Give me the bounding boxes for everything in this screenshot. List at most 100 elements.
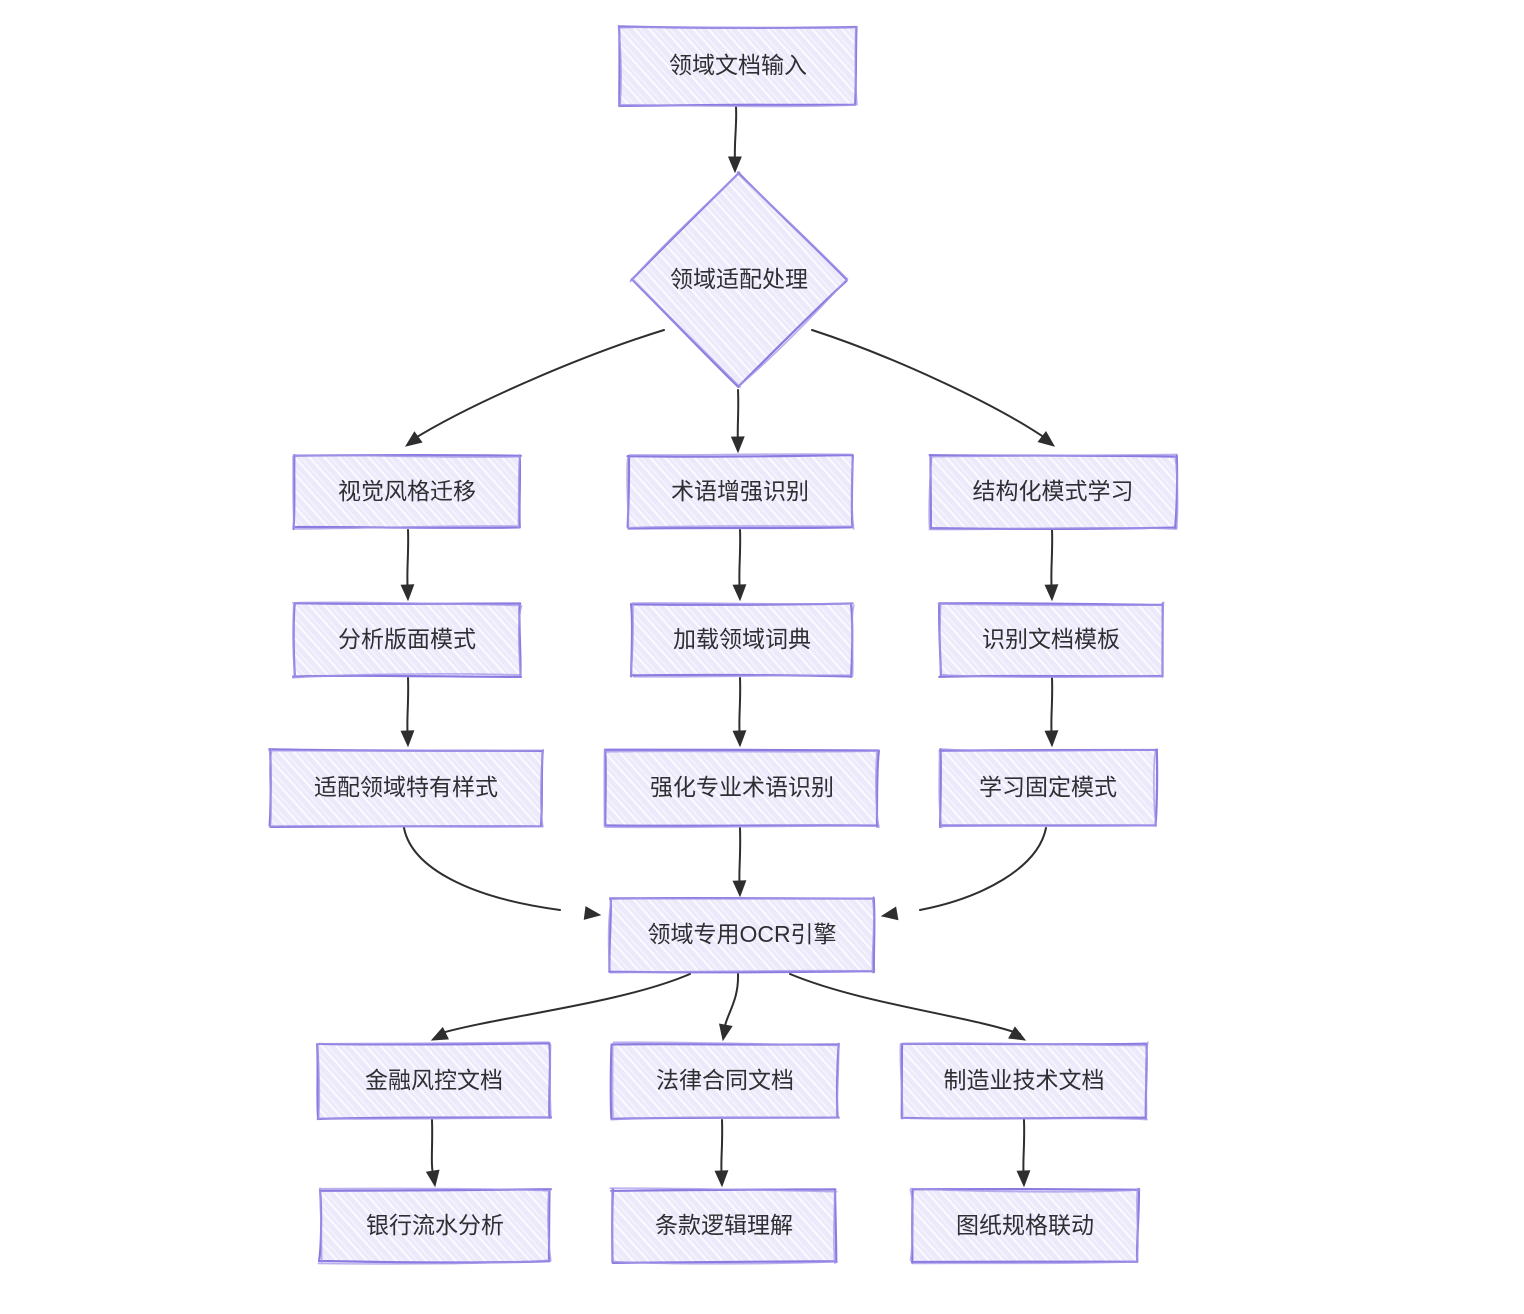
node-outline (609, 1187, 838, 1265)
edge-arrowhead (730, 436, 745, 454)
edge-line (411, 329, 665, 441)
edges-layer (400, 106, 1059, 1188)
node-n10[interactable]: 强化专业术语识别 (603, 748, 880, 829)
node-label: 术语增强识别 (671, 478, 809, 504)
node-label: 条款逻辑理解 (655, 1212, 793, 1238)
node-n5[interactable]: 结构化模式学习 (928, 453, 1179, 531)
edge-n3-to-n6 (400, 529, 415, 602)
edge-n5-to-n8 (1044, 529, 1059, 602)
edge-line (811, 329, 1049, 441)
node-n12[interactable]: 领域专用OCR引擎 (607, 896, 876, 974)
node-outline (317, 1188, 552, 1264)
edge-n13-to-n16 (425, 1119, 440, 1188)
edge-arrowhead (1044, 584, 1059, 602)
node-n14[interactable]: 法律合同文档 (609, 1041, 841, 1121)
node-outline (292, 454, 521, 530)
edge-arrowhead (732, 730, 747, 748)
node-fill (940, 750, 1156, 826)
node-label: 强化专业术语识别 (650, 774, 834, 800)
node-n4[interactable]: 术语增强识别 (626, 453, 855, 530)
edge-arrowhead (400, 584, 415, 602)
edge-line (919, 827, 1047, 911)
node-outline (938, 748, 1157, 829)
node-fill (940, 604, 1162, 676)
edge-arrowhead (1008, 1026, 1027, 1041)
edge-n2-to-n5 (811, 329, 1056, 447)
edge-arrowhead (732, 584, 747, 602)
node-label: 视觉风格迁移 (338, 478, 476, 504)
edge-n14-to-n17 (714, 1119, 729, 1188)
edge-line (406, 529, 410, 595)
node-fill (930, 456, 1176, 528)
edge-arrowhead (404, 431, 423, 447)
edge-arrowhead (718, 1023, 733, 1042)
node-label: 适配领域特有样式 (314, 774, 498, 800)
node-n6[interactable]: 分析版面模式 (291, 601, 523, 679)
node-label: 制造业技术文档 (944, 1067, 1105, 1093)
node-n11[interactable]: 学习固定模式 (938, 747, 1159, 829)
edge-n9-to-n12 (403, 827, 602, 920)
edge-arrowhead (1016, 1170, 1031, 1188)
node-fill (318, 1044, 550, 1118)
node-n16[interactable]: 银行流水分析 (317, 1187, 552, 1265)
edge-line (437, 973, 691, 1035)
node-label: 领域专用OCR引擎 (647, 921, 836, 947)
node-n15[interactable]: 制造业技术文档 (899, 1041, 1149, 1121)
node-outline (928, 453, 1179, 531)
node-label: 金融风控文档 (365, 1067, 503, 1093)
edge-n12-to-n15 (789, 973, 1027, 1041)
node-label: 加载领域词典 (673, 626, 811, 652)
node-label: 结构化模式学习 (973, 478, 1134, 504)
edge-arrowhead (880, 906, 899, 921)
edge-n12-to-n14 (718, 973, 740, 1042)
node-fill (902, 1044, 1146, 1118)
node-label: 领域适配处理 (670, 266, 808, 292)
node-outline (604, 748, 880, 828)
node-outline (317, 1187, 552, 1265)
edge-n7-to-n10 (732, 677, 747, 748)
node-n17[interactable]: 条款逻辑理解 (609, 1187, 838, 1265)
edge-arrowhead (400, 730, 415, 748)
edge-arrowhead (1044, 730, 1059, 748)
edge-arrowhead (727, 156, 742, 174)
node-outline (291, 601, 523, 679)
node-label: 图纸规格联动 (956, 1212, 1094, 1238)
node-outline (610, 1041, 841, 1121)
edge-n11-to-n12 (880, 827, 1047, 921)
node-n1[interactable]: 领域文档输入 (617, 24, 858, 108)
node-n8[interactable]: 识别文档模板 (937, 601, 1165, 679)
edge-n8-to-n11 (1044, 677, 1059, 748)
node-label: 学习固定模式 (979, 774, 1117, 800)
node-outline (617, 24, 858, 108)
node-n2[interactable]: 领域适配处理 (629, 171, 849, 389)
edge-line (733, 106, 738, 164)
node-n18[interactable]: 图纸规格联动 (909, 1187, 1141, 1265)
node-label: 领域文档输入 (669, 52, 807, 78)
edge-line (738, 529, 742, 595)
edge-n6-to-n9 (400, 677, 415, 748)
node-n3[interactable]: 视觉风格迁移 (292, 453, 523, 531)
node-fill (320, 1190, 550, 1262)
node-outline (316, 1041, 552, 1120)
node-outline (629, 602, 855, 678)
edge-arrowhead (425, 1169, 440, 1188)
node-n7[interactable]: 加载领域词典 (629, 602, 855, 679)
node-n9[interactable]: 适配领域特有样式 (268, 748, 544, 829)
node-label: 银行流水分析 (366, 1212, 504, 1238)
edge-line (789, 973, 1021, 1035)
edge-arrowhead (583, 906, 602, 920)
node-outline (607, 896, 876, 974)
node-n13[interactable]: 金融风控文档 (316, 1041, 553, 1121)
edge-n15-to-n18 (1016, 1119, 1031, 1188)
node-fill (628, 456, 852, 528)
edge-arrowhead (714, 1170, 729, 1188)
node-label: 识别文档模板 (982, 626, 1120, 652)
node-outline (603, 748, 880, 829)
edge-n10-to-n12 (732, 827, 747, 898)
node-fill (912, 1190, 1138, 1262)
node-outline (909, 1187, 1141, 1265)
node-fill (270, 750, 542, 826)
edge-n12-to-n13 (430, 973, 691, 1041)
node-label: 法律合同文档 (656, 1067, 794, 1093)
